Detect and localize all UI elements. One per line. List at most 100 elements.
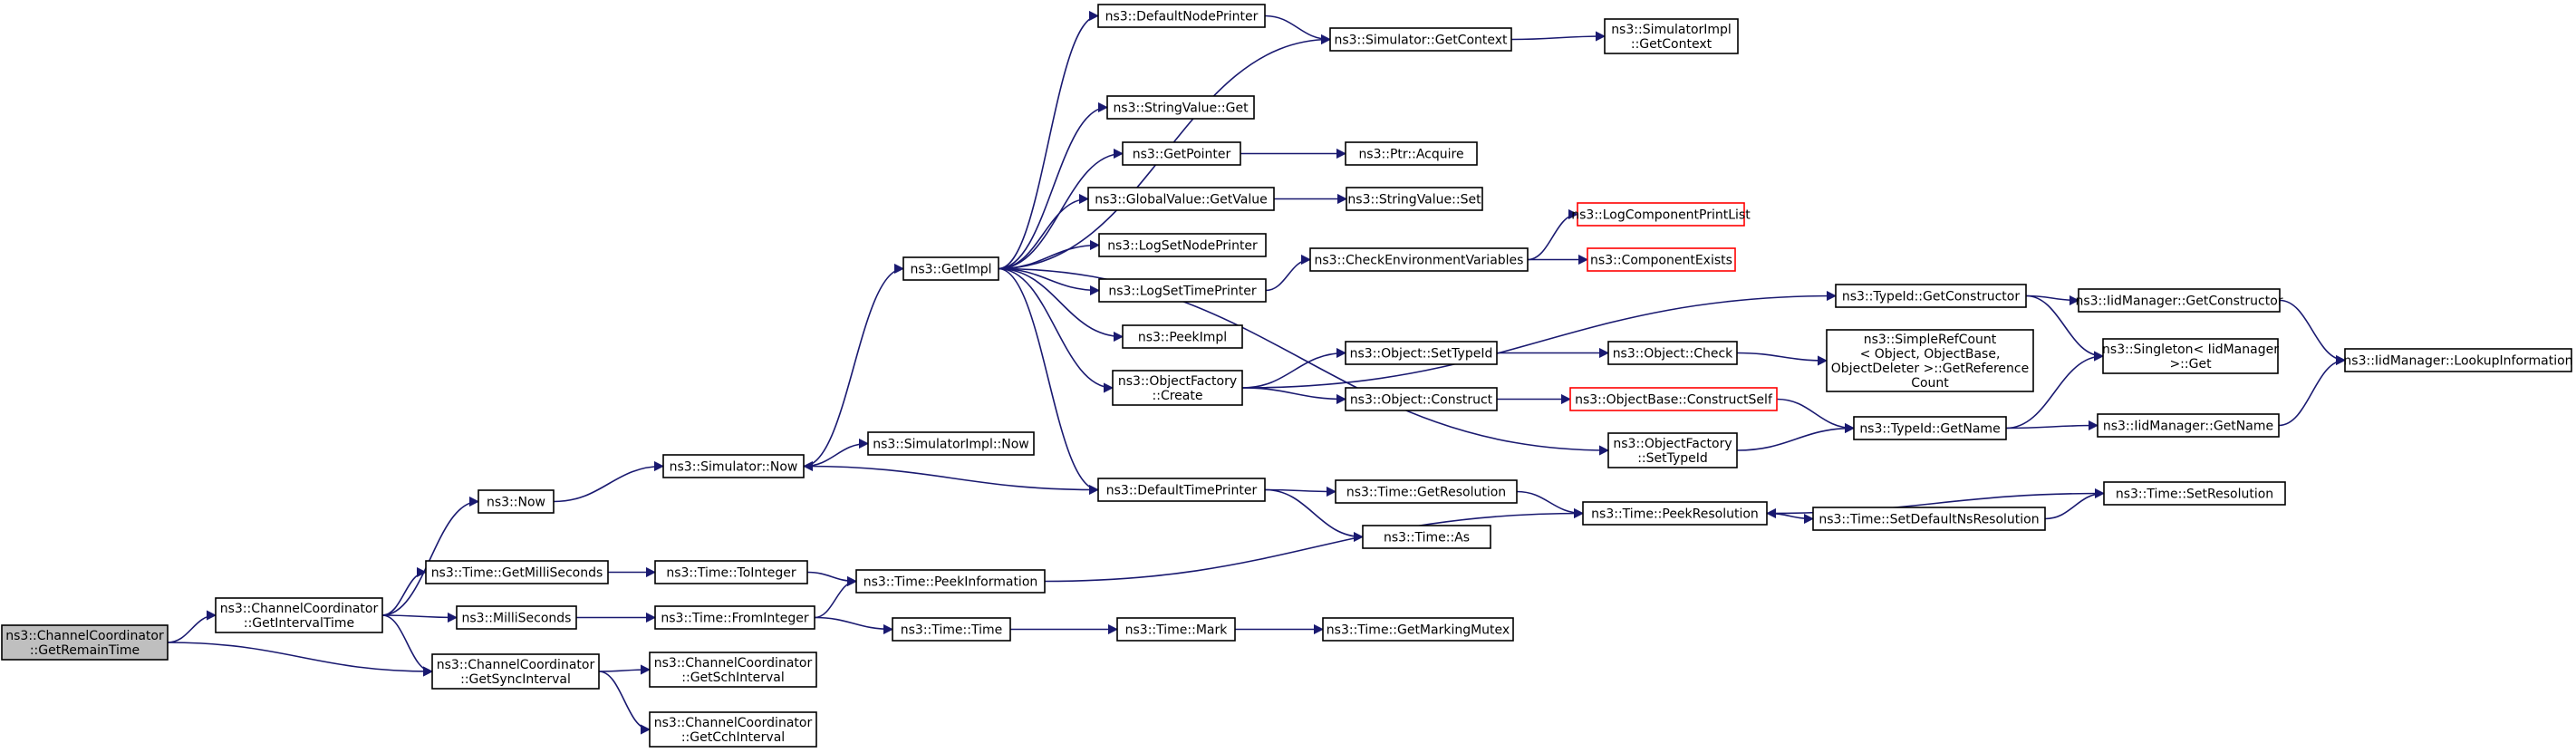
node-label: ns3::Object::SetTypeId (1350, 347, 1493, 362)
node-log-set-node-printer[interactable]: ns3::LogSetNodePrinter (1098, 233, 1267, 257)
node-label: ns3::CheckEnvironmentVariables (1315, 254, 1524, 268)
node-label: ns3::IidManager::GetConstructor (2075, 294, 2282, 309)
node-box (431, 653, 600, 690)
node-iid-get-name[interactable]: ns3::IidManager::GetName (2097, 413, 2280, 438)
node-time-as[interactable]: ns3::Time::As (1362, 525, 1491, 549)
node-peek-information[interactable]: ns3::Time::PeekInformation (855, 569, 1046, 594)
node-check-env[interactable]: ns3::CheckEnvironmentVariables (1309, 247, 1529, 272)
node-label: ns3::ObjectBase::ConstructSelf (1575, 393, 1773, 408)
node-get-impl[interactable]: ns3::GetImpl (902, 256, 999, 281)
edge-log-set-time-printer-to-check-env (1265, 254, 1312, 292)
node-get-pointer[interactable]: ns3::GetPointer (1122, 141, 1241, 166)
node-box (2344, 348, 2572, 372)
node-box (867, 431, 1035, 456)
node-peek-impl[interactable]: ns3::PeekImpl (1122, 324, 1243, 349)
node-box (1098, 278, 1267, 303)
node-milli-seconds[interactable]: ns3::MilliSeconds (456, 605, 577, 630)
node-peek-resolution[interactable]: ns3::Time::PeekResolution (1582, 501, 1768, 526)
node-box (1116, 617, 1236, 642)
node-object-base-construct-self[interactable]: ns3::ObjectBase::ConstructSelf (1569, 387, 1778, 411)
node-type-id-get-name[interactable]: ns3::TypeId::GetName (1853, 416, 2007, 440)
node-iid-get-constructor[interactable]: ns3::IidManager::GetConstructor (2075, 288, 2283, 313)
nodes-layer: ns3::ChannelCoordinator::GetRemainTimens… (1, 4, 2573, 748)
node-to-integer[interactable]: ns3::Time::ToInteger (654, 560, 808, 584)
node-string-value-set[interactable]: ns3::StringValue::Set (1346, 187, 1483, 211)
node-label: ns3::ChannelCoordinator (220, 602, 379, 616)
node-box (1329, 27, 1512, 52)
node-box (425, 560, 609, 584)
node-ptr-acquire[interactable]: ns3::Ptr::Acquire (1345, 141, 1478, 166)
edge-type-id-get-name-to-singleton-get (2005, 351, 2105, 430)
node-simple-ref-count[interactable]: ns3::SimpleRefCount< Object, ObjectBase,… (1826, 329, 2034, 392)
node-sim-get-context[interactable]: ns3::Simulator::GetContext (1329, 27, 1512, 52)
edge-get-impl-to-default-node-printer (998, 10, 1100, 270)
node-now[interactable]: ns3::Now (478, 489, 555, 514)
edge-get-impl-to-string-value-get (998, 101, 1109, 270)
edge-type-id-get-name-to-iid-get-name (2005, 420, 2099, 431)
node-from-integer[interactable]: ns3::Time::FromInteger (654, 605, 815, 630)
node-time-mark[interactable]: ns3::Time::Mark (1116, 617, 1236, 642)
node-label: ns3::Time::Time (901, 623, 1002, 638)
node-component-exists[interactable]: ns3::ComponentExists (1587, 247, 1736, 272)
node-time-get-resolution[interactable]: ns3::Time::GetResolution (1335, 479, 1518, 504)
node-box (215, 597, 383, 633)
node-sim-now[interactable]: ns3::Simulator::Now (662, 454, 805, 478)
edge-iid-get-name-to-iid-lookup (2278, 354, 2347, 427)
edge-get-impl-to-object-factory-create (998, 267, 1114, 393)
node-object-factory-create[interactable]: ns3::ObjectFactory::Create (1112, 370, 1243, 406)
node-label: ns3::PeekImpl (1138, 331, 1227, 345)
node-label: ::SetTypeId (1637, 451, 1708, 466)
node-type-id-get-constructor[interactable]: ns3::TypeId::GetConstructor (1835, 284, 2027, 308)
node-label: ns3::Time::Mark (1125, 623, 1229, 638)
node-time-time[interactable]: ns3::Time::Time (892, 617, 1011, 642)
node-get-sch-interval[interactable]: ns3::ChannelCoordinator::GetSchInterval (649, 652, 817, 688)
node-object-check[interactable]: ns3::Object::Check (1607, 341, 1738, 365)
node-box (1569, 387, 1778, 411)
node-box (1812, 507, 2046, 531)
node-box (1835, 284, 2027, 308)
node-label: ns3::GetPointer (1133, 148, 1231, 162)
node-label: >::Get (2169, 357, 2212, 372)
node-label: ns3::ObjectFactory (1118, 374, 1237, 389)
edge-from-integer-to-time-time (814, 616, 894, 635)
node-set-default-ns-resolution[interactable]: ns3::Time::SetDefaultNsResolution (1812, 507, 2046, 531)
node-label: ns3::LogSetNodePrinter (1107, 239, 1258, 254)
node-singleton-get[interactable]: ns3::Singleton< IidManager>::Get (2102, 338, 2279, 374)
node-log-set-time-printer[interactable]: ns3::LogSetTimePrinter (1098, 278, 1267, 303)
node-box (855, 569, 1046, 594)
node-object-construct[interactable]: ns3::Object::Construct (1345, 387, 1498, 411)
node-label: ns3::TypeId::GetName (1859, 422, 2000, 437)
node-default-time-printer[interactable]: ns3::DefaultTimePrinter (1097, 478, 1266, 502)
node-iid-lookup[interactable]: ns3::IidManager::LookupInformation (2343, 348, 2573, 372)
node-sim-impl-now[interactable]: ns3::SimulatorImpl::Now (867, 431, 1035, 456)
node-object-factory-set-type-id[interactable]: ns3::ObjectFactory::SetTypeId (1607, 432, 1738, 468)
node-log-component-print-list[interactable]: ns3::LogComponentPrintList (1571, 202, 1751, 227)
node-time-set-resolution[interactable]: ns3::Time::SetResolution (2103, 481, 2286, 506)
node-string-value-get[interactable]: ns3::StringValue::Get (1106, 95, 1255, 120)
edge-from-integer-to-peek-information (814, 575, 858, 619)
node-box (1345, 387, 1498, 411)
node-sim-impl-get-context[interactable]: ns3::SimulatorImpl::GetContext (1604, 18, 1739, 54)
node-get-interval-time[interactable]: ns3::ChannelCoordinator::GetIntervalTime (215, 597, 383, 633)
node-label: ns3::MilliSeconds (462, 612, 572, 626)
node-object-set-type-id[interactable]: ns3::Object::SetTypeId (1345, 341, 1498, 365)
edge-get-interval-time-to-milli-seconds (381, 612, 458, 623)
node-box (1604, 18, 1739, 54)
edge-root-to-get-interval-time (167, 610, 217, 643)
edge-object-factory-create-to-type-id-get-constructor (1241, 290, 1838, 389)
node-label: ns3::Time::PeekInformation (863, 575, 1038, 590)
node-box (649, 652, 817, 688)
node-label: ns3::Time::FromInteger (661, 612, 808, 626)
node-label: ns3::StringValue::Set (1347, 193, 1481, 208)
node-default-node-printer[interactable]: ns3::DefaultNodePrinter (1097, 4, 1266, 28)
node-get-cch-interval[interactable]: ns3::ChannelCoordinator::GetCchInterval (649, 711, 817, 748)
node-get-sync-interval[interactable]: ns3::ChannelCoordinator::GetSyncInterval (431, 653, 600, 690)
node-root[interactable]: ns3::ChannelCoordinator::GetRemainTime (1, 624, 169, 661)
node-label: ns3::Time::SetDefaultNsResolution (1819, 513, 2039, 527)
node-get-milli-seconds[interactable]: ns3::Time::GetMilliSeconds (425, 560, 609, 584)
node-global-value-get-value[interactable]: ns3::GlobalValue::GetValue (1087, 187, 1275, 211)
edge-default-time-printer-to-sim-now (802, 460, 1099, 491)
node-get-marking-mutex[interactable]: ns3::Time::GetMarkingMutex (1322, 617, 1514, 642)
edge-get-interval-time-to-now (381, 496, 480, 616)
